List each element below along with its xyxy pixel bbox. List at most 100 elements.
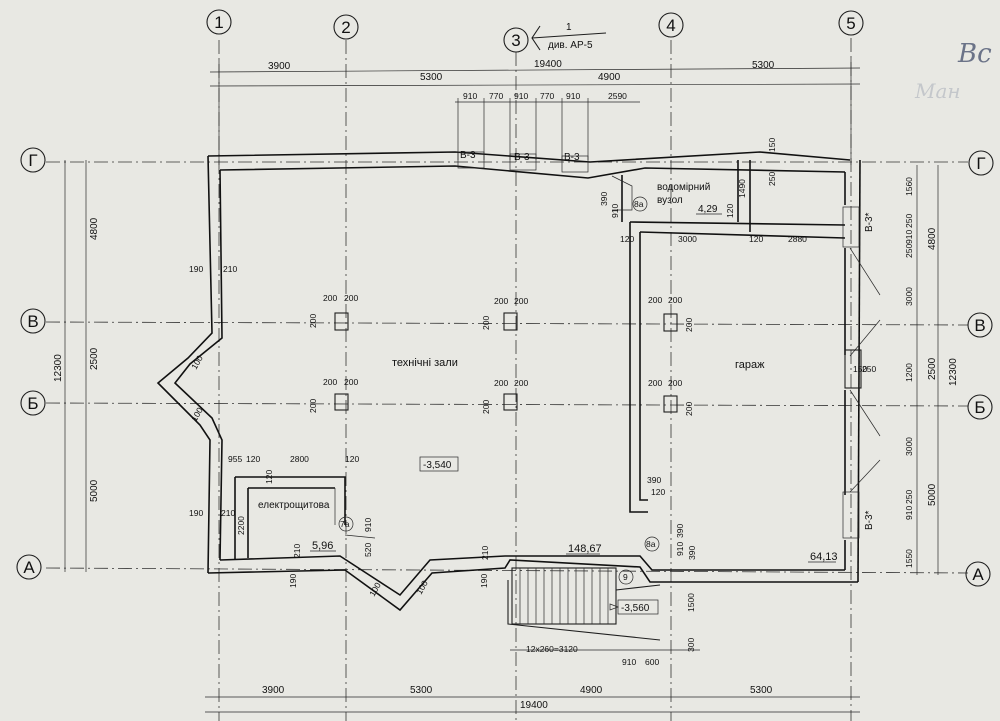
svg-text:2200: 2200: [236, 516, 246, 535]
svg-text:1550: 1550: [904, 549, 914, 568]
svg-text:2500: 2500: [89, 347, 100, 370]
outer-walls: [156, 151, 861, 612]
svg-text:1: 1: [214, 13, 223, 32]
axis-lines: [45, 38, 969, 721]
svg-text:19400: 19400: [534, 59, 562, 70]
svg-text:Б: Б: [974, 398, 985, 417]
svg-text:910: 910: [514, 91, 528, 101]
axis-bubble-B-left: Б: [20, 390, 46, 416]
svg-text:В-3: В-3: [460, 150, 476, 161]
svg-text:200: 200: [308, 399, 318, 413]
svg-text:гараж: гараж: [735, 359, 765, 371]
svg-text:5000: 5000: [89, 479, 100, 502]
svg-text:120: 120: [264, 470, 274, 484]
svg-text:5300: 5300: [750, 685, 773, 696]
wall-dimensions: 190 210 190 210 955 120 2800 120 120 220…: [189, 138, 876, 598]
svg-text:4900: 4900: [598, 72, 621, 83]
svg-text:-3,560: -3,560: [621, 603, 650, 614]
svg-text:250: 250: [904, 244, 914, 258]
svg-text:19400: 19400: [520, 700, 548, 711]
svg-text:технічні зали: технічні зали: [392, 357, 458, 369]
svg-text:910: 910: [566, 91, 580, 101]
axis-bubble-V-left: В: [20, 308, 46, 334]
svg-text:910: 910: [904, 506, 914, 520]
svg-text:955: 955: [228, 454, 242, 464]
svg-text:910: 910: [363, 518, 373, 532]
svg-text:200: 200: [323, 293, 337, 303]
svg-text:9: 9: [623, 572, 628, 582]
svg-text:390: 390: [647, 475, 661, 485]
room-labels: технічні зали гараж 64,13 водомірний вуз…: [258, 182, 838, 563]
svg-text:7а: 7а: [340, 519, 350, 529]
svg-text:250: 250: [862, 364, 876, 374]
column-dimensions: 200 200 200 200 200 200 200 200 200 200 …: [308, 293, 694, 416]
axis-bubble-V-right: В: [967, 312, 993, 338]
left-dimensions: 4800 2500 5000 12300: [53, 160, 100, 572]
svg-text:200: 200: [684, 402, 694, 416]
axis-bubble-3: 3: [503, 27, 529, 53]
svg-text:3900: 3900: [268, 61, 291, 72]
svg-text:210: 210: [221, 508, 235, 518]
svg-text:300: 300: [686, 638, 696, 652]
svg-text:12x260=3120: 12x260=3120: [526, 644, 578, 654]
svg-text:5300: 5300: [752, 60, 775, 71]
svg-text:910: 910: [675, 542, 685, 556]
svg-text:5: 5: [846, 14, 855, 33]
svg-text:3000: 3000: [904, 287, 914, 306]
svg-text:910: 910: [622, 657, 636, 667]
svg-text:4,29: 4,29: [698, 204, 718, 215]
svg-text:Г: Г: [28, 151, 37, 170]
svg-text:2590: 2590: [608, 91, 627, 101]
svg-text:12300: 12300: [948, 358, 959, 386]
svg-text:770: 770: [489, 91, 503, 101]
svg-text:2880: 2880: [788, 234, 807, 244]
svg-text:В: В: [974, 316, 985, 335]
svg-text:5000: 5000: [927, 483, 938, 506]
svg-text:4900: 4900: [580, 685, 603, 696]
svg-text:3900: 3900: [262, 685, 285, 696]
axis-bubble-G-left: Г: [20, 147, 46, 173]
svg-text:148,67: 148,67: [568, 543, 602, 555]
handwritten-note: Bc: [957, 39, 992, 69]
svg-text:1500: 1500: [686, 593, 696, 612]
svg-text:1: 1: [566, 22, 572, 33]
svg-text:200: 200: [684, 318, 694, 332]
svg-text:390: 390: [687, 546, 697, 560]
axis-bubble-A-right: А: [965, 561, 991, 587]
svg-text:В-3: В-3: [514, 152, 530, 163]
svg-text:770: 770: [540, 91, 554, 101]
top-dimensions: 3900 5300 19400 4900 5300 910 770 910 77…: [209, 58, 861, 165]
svg-text:В: В: [27, 312, 38, 331]
svg-text:200: 200: [308, 314, 318, 328]
svg-text:910: 910: [463, 91, 477, 101]
svg-text:А: А: [23, 558, 35, 577]
svg-text:200: 200: [648, 295, 662, 305]
svg-text:В-3*: В-3*: [864, 212, 875, 232]
svg-text:120: 120: [725, 204, 735, 218]
svg-text:200: 200: [481, 400, 491, 414]
right-windows: В-3* В-3*: [842, 206, 881, 539]
svg-text:Б: Б: [27, 394, 38, 413]
svg-text:200: 200: [668, 378, 682, 388]
svg-text:120: 120: [749, 234, 763, 244]
bottom-dimensions: 3900 5300 4900 5300 19400: [205, 685, 860, 713]
svg-text:64,13: 64,13: [810, 551, 838, 563]
svg-text:150: 150: [853, 364, 867, 374]
svg-text:2800: 2800: [290, 454, 309, 464]
axis-bubble-2: 2: [333, 14, 359, 40]
level-marks: -3,540 -3,560: [419, 456, 659, 615]
svg-text:910: 910: [610, 204, 620, 218]
axis-bubble-1: 1: [206, 9, 232, 35]
svg-text:200: 200: [344, 293, 358, 303]
axis-bubble-A-left: А: [16, 554, 42, 580]
svg-text:вузол: вузол: [657, 195, 683, 206]
svg-text:200: 200: [514, 296, 528, 306]
top-windows: В-3 В-3 В-3: [457, 150, 589, 173]
svg-text:8а: 8а: [634, 199, 644, 209]
svg-text:3: 3: [511, 31, 520, 50]
axis-bubble-4: 4: [658, 12, 684, 38]
svg-text:Г: Г: [976, 154, 985, 173]
svg-text:2: 2: [341, 18, 350, 37]
svg-text:200: 200: [344, 377, 358, 387]
